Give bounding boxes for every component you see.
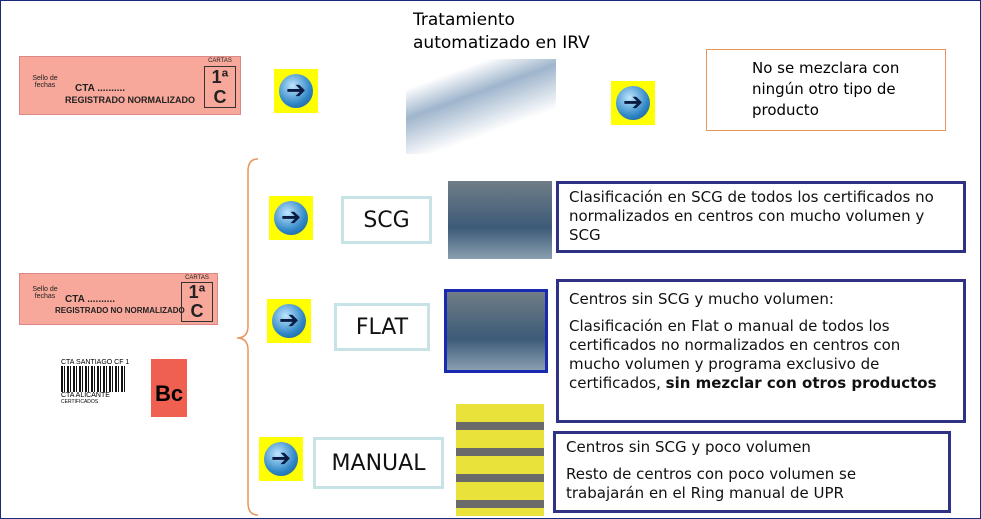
- kind-text: CERTIFICADOS: [61, 399, 99, 405]
- type-text: REGISTRADO NORMALIZADO: [65, 95, 195, 105]
- route-flat: FLAT: [334, 303, 430, 351]
- title: Tratamiento automatizado en IRV: [413, 10, 590, 53]
- scg-description: Clasificación en SCG de todos los certif…: [556, 181, 966, 253]
- scg-image: [448, 181, 552, 259]
- route-scg: SCG: [341, 196, 432, 244]
- arrow-icon: ➔: [269, 196, 313, 240]
- brace: [236, 158, 259, 516]
- type-text: REGISTRADO NO NORMALIZADO: [55, 306, 185, 315]
- barcode: [61, 366, 126, 392]
- label-header: CARTAS: [185, 275, 209, 281]
- class-bottom: C: [213, 87, 227, 107]
- origin-text: CTA SANTIAGO CF 1: [61, 359, 130, 366]
- registered-non-normalized-label: Sello de fechas CTA .......... REGISTRAD…: [19, 273, 218, 325]
- dest-text: CTA ALICANTE: [61, 392, 110, 399]
- barcode-label: CTA SANTIAGO CF 1 CTA ALICANTE CERTIFICA…: [61, 359, 191, 419]
- flat-description: Centros sin SCG y mucho volumen: Clasifi…: [556, 279, 966, 423]
- class-top: 1ª: [188, 282, 206, 302]
- label-header: CARTAS: [208, 58, 232, 64]
- arrow-icon: ➔: [267, 299, 311, 343]
- flat-bold: sin mezclar con otros productos: [665, 374, 937, 392]
- arrow-icon: ➔: [259, 437, 303, 481]
- callout: No se mezclara con ningún otro tipo de p…: [706, 49, 946, 131]
- class-badge: Bc: [151, 359, 187, 417]
- flat-heading: Centros sin SCG y mucho volumen:: [569, 290, 834, 308]
- irv-machine-image: [406, 59, 556, 154]
- flat-text: Clasificación en Flat o manual de todos …: [569, 317, 901, 392]
- stamp-text: Sello de fechas: [32, 286, 58, 300]
- arrow-icon: ➔: [274, 69, 318, 113]
- class-top: 1ª: [211, 67, 229, 87]
- manual-image: [456, 404, 544, 516]
- route-manual: MANUAL: [313, 437, 444, 489]
- class-bottom: C: [190, 301, 204, 321]
- manual-description: Centros sin SCG y poco volumen Resto de …: [553, 431, 951, 513]
- stamp-text: Sello de fechas: [32, 75, 58, 89]
- manual-heading: Centros sin SCG y poco volumen: [566, 438, 811, 456]
- cta-text: CTA ..........: [65, 294, 115, 305]
- arrow-icon: ➔: [611, 81, 655, 125]
- manual-text: Resto de centros con poco volumen se tra…: [566, 465, 857, 502]
- registered-normalized-label: Sello de fechas CTA .......... REGISTRAD…: [19, 56, 241, 115]
- cta-text: CTA ..........: [75, 83, 125, 94]
- flat-image: [444, 289, 548, 373]
